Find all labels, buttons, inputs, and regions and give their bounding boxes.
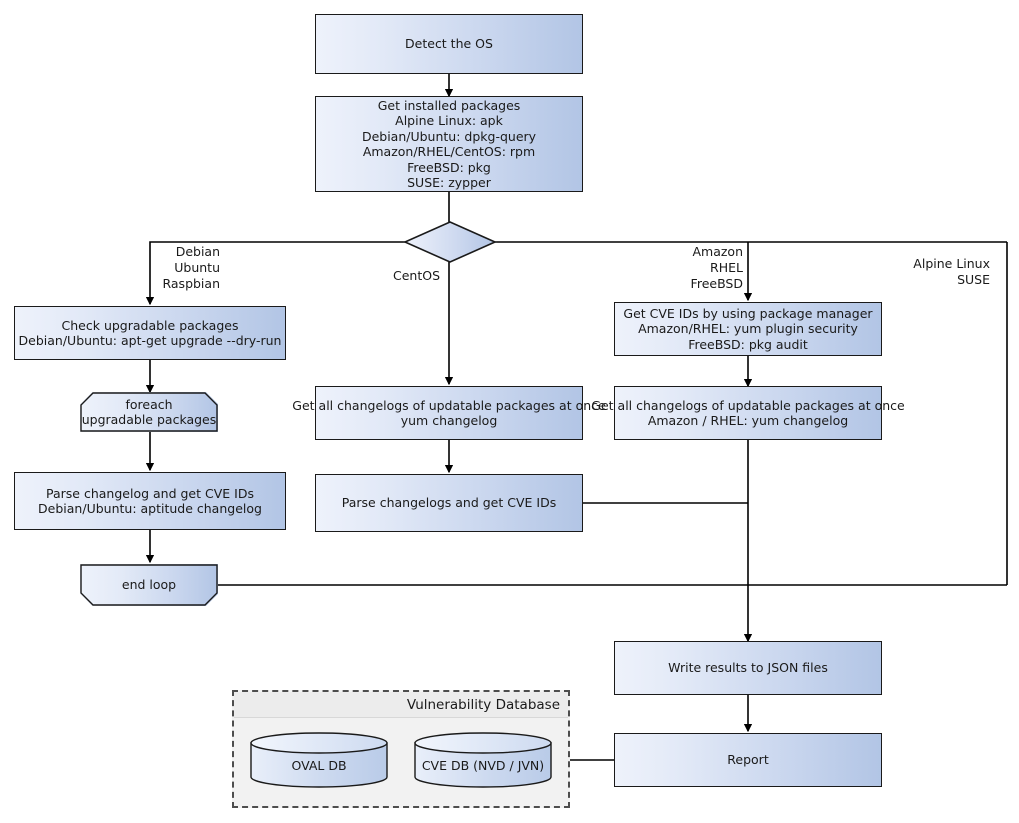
- group-vulnerability-database-title: Vulnerability Database: [234, 692, 568, 718]
- node-report-label: Report: [727, 752, 769, 768]
- branch-label-centos: CentOS: [392, 268, 440, 283]
- node-changelogs-amazon-label: Get all changelogs of updatable packages…: [591, 397, 905, 429]
- node-parse-changelogs-centos-label: Parse changelogs and get CVE IDs: [341, 495, 557, 511]
- node-changelogs-amazon[interactable]: Get all changelogs of updatable packages…: [591, 386, 905, 440]
- node-parse-changelogs-centos[interactable]: Parse changelogs and get CVE IDs: [315, 474, 583, 532]
- node-detect-os[interactable]: Detect the OS: [315, 14, 583, 74]
- branch-label-debian: Debian Ubuntu Raspbian: [162, 244, 220, 291]
- node-report[interactable]: Report: [614, 733, 882, 787]
- branch-label-amazon: Amazon RHEL FreeBSD: [690, 244, 743, 291]
- database-oval-db-label: OVAL DB: [291, 758, 347, 773]
- node-write-results[interactable]: Write results to JSON files: [614, 641, 882, 695]
- database-cve-db-label: CVE DB (NVD / JVN): [421, 758, 545, 773]
- node-write-results-label: Write results to JSON files: [668, 660, 828, 676]
- branch-label-alpine: Alpine Linux SUSE: [913, 256, 990, 287]
- node-end-loop-label: end loop: [121, 577, 177, 593]
- node-changelogs-centos-label: Get all changelogs of updatable packages…: [292, 397, 606, 429]
- node-detect-os-label: Detect the OS: [405, 36, 493, 52]
- node-changelogs-centos[interactable]: Get all changelogs of updatable packages…: [292, 386, 606, 440]
- database-cve-db[interactable]: CVE DB (NVD / JVN): [414, 732, 552, 788]
- node-end-loop[interactable]: end loop: [80, 564, 218, 606]
- node-decision-os-family[interactable]: [403, 220, 497, 264]
- database-oval-db[interactable]: OVAL DB: [250, 732, 388, 788]
